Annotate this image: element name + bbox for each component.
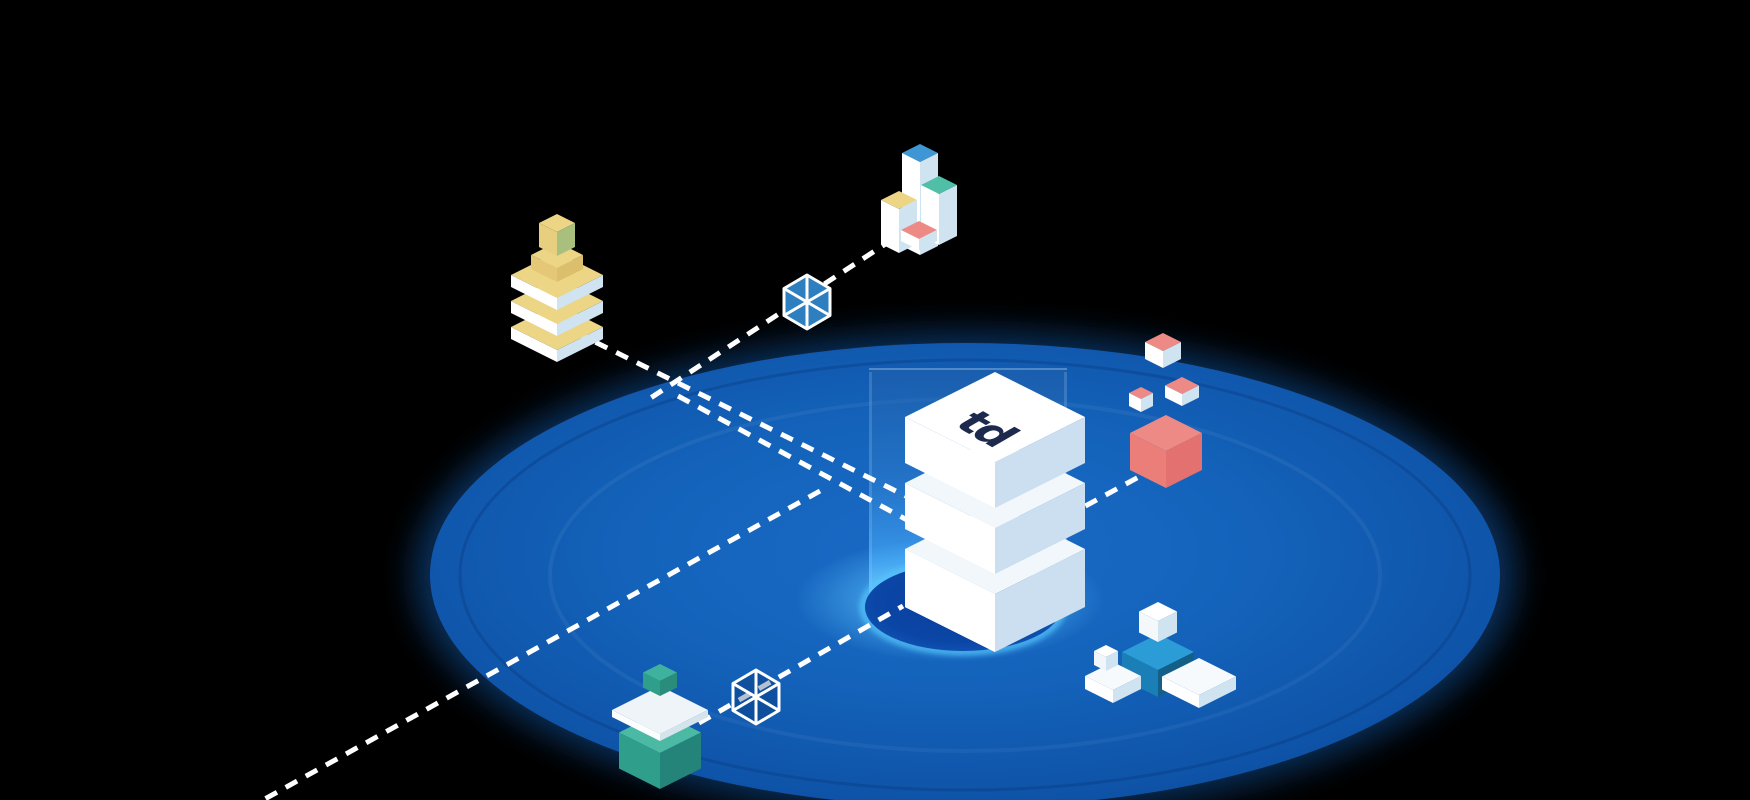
connector-yellow-to-tower <box>573 329 912 501</box>
olive-face <box>557 223 575 256</box>
connector-tower-to-coral <box>1043 470 1148 531</box>
wireframe-cube-icon <box>782 273 832 331</box>
wireframe-cube-icon <box>731 668 781 726</box>
teal-box-cluster <box>612 664 708 789</box>
connector-lines <box>261 236 1148 800</box>
central-td-tower: td <box>905 372 1085 652</box>
connector-teal-to-tower <box>697 603 905 726</box>
connector-barchart-crossing <box>644 236 895 404</box>
yellow-stack <box>511 214 603 362</box>
connector-to-offscreen <box>261 488 822 800</box>
blue-cube-cluster <box>1085 602 1236 708</box>
bar-cube-cluster <box>881 144 957 255</box>
light-beam-top-edge <box>869 368 1067 370</box>
platform-ring-outer <box>458 358 1472 792</box>
coral-cube-cluster <box>1129 333 1202 488</box>
